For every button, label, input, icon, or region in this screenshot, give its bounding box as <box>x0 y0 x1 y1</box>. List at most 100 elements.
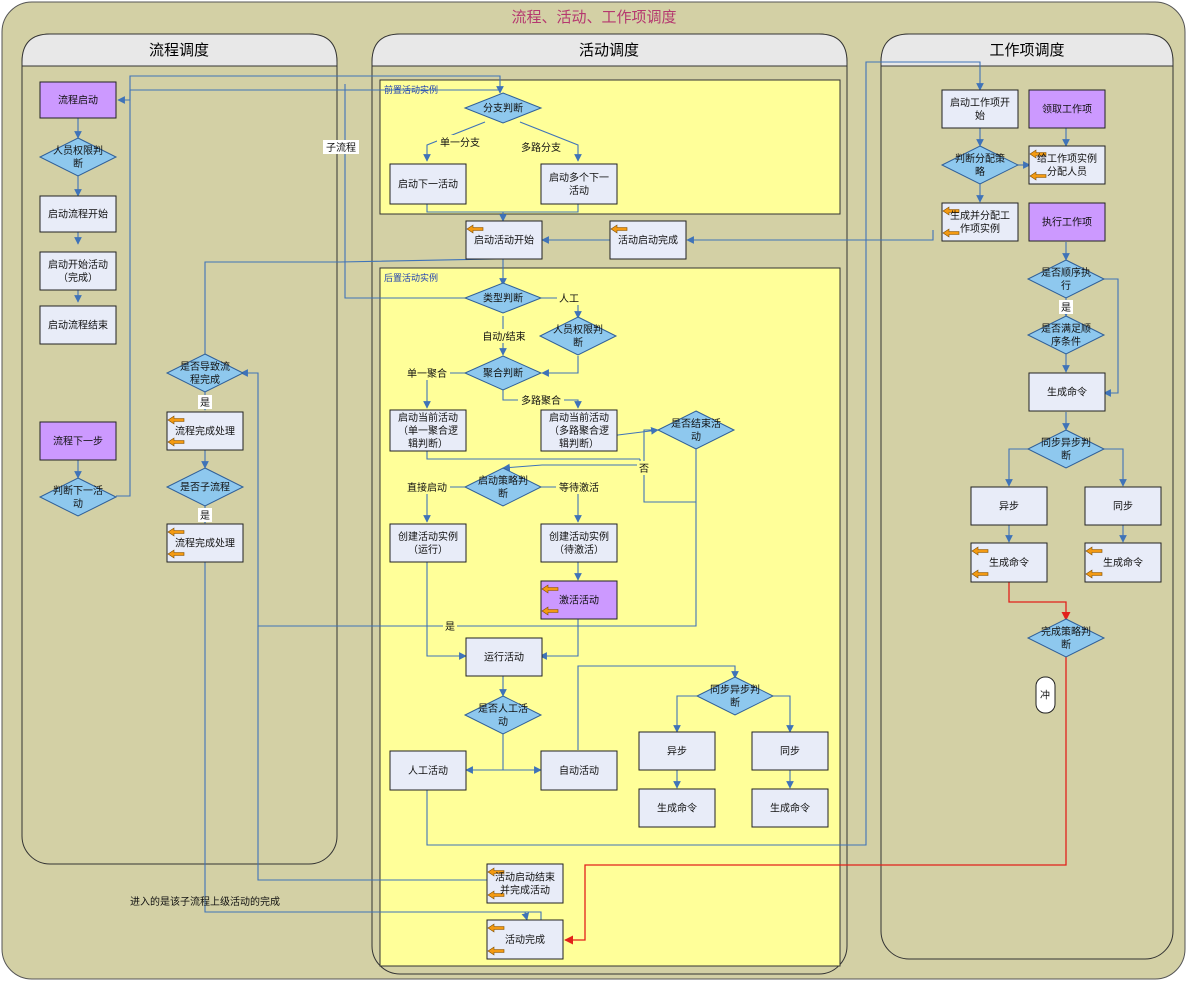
create-run-node: 创建活动实例（运行） <box>389 523 467 563</box>
process-perm-node: 人员权限判断 <box>38 137 118 177</box>
wi-async-node-label: 异步 <box>999 501 1019 513</box>
branch-node-label: 分支判断 <box>483 102 523 115</box>
wi-sync-node-label: 同步 <box>1113 501 1133 513</box>
is-end-node-label: 是否结束活动 <box>671 417 721 443</box>
act-end-node: 活动启动结束并完成活动 <box>486 863 564 904</box>
wi-gen-cmd-node: 生成命令 <box>1028 372 1106 412</box>
start-cur-multi-node-label: 启动当前活动（多路聚合逻辑判断） <box>549 411 609 450</box>
wi-seq-cond-node: 是否满足顺序条件 <box>1026 315 1106 355</box>
act-async-node-label: 异步 <box>667 746 687 758</box>
wi-assign-node-label: 给工作项实例分配人员 <box>1037 152 1097 178</box>
branch-node: 分支判断 <box>463 92 543 124</box>
manual-node: 人工活动 <box>389 750 467 791</box>
wi-alloc-strategy-node: 判断分配策略 <box>940 145 1020 185</box>
wi-gen-alloc-node-label: 生成并分配工作项实例 <box>950 209 1010 235</box>
wi-exec-node-label: 执行工作项 <box>1042 216 1092 229</box>
edge-label-no: 否 <box>639 463 649 475</box>
process-next-node: 流程下一步 <box>39 421 117 461</box>
act-start-done-node-label: 活动启动完成 <box>618 234 678 247</box>
wi-seq-cond-node-label: 是否满足顺序条件 <box>1041 323 1091 348</box>
wi-sync-judge-node-label: 同步异步判断 <box>1041 437 1091 462</box>
wi-chong-node-label: 冲 <box>1040 689 1050 702</box>
start-multi-node-label: 启动多个下一活动 <box>549 171 609 197</box>
process-complete1-node-label: 流程完成处理 <box>175 425 235 438</box>
act-perm-node: 人员权限判断 <box>538 316 618 356</box>
process-start-end-node-label: 启动流程结束 <box>48 319 108 332</box>
strategy-node-label: 启动策略判断 <box>478 474 528 500</box>
process-start-end-node: 启动流程结束 <box>39 305 117 345</box>
start-cur-multi-node: 启动当前活动（多路聚合逻辑判断） <box>540 409 618 452</box>
run-node: 运行活动 <box>465 637 543 677</box>
act-gen-cmd1-node: 生成命令 <box>638 788 716 828</box>
wi-start-begin-node-label: 启动工作项开始 <box>950 96 1010 122</box>
diagram-title: 流程、活动、工作项调度 <box>511 8 676 26</box>
edge-label-manual: 人工 <box>559 293 579 305</box>
start-next-node: 启动下一活动 <box>389 163 467 205</box>
run-node-label: 运行活动 <box>484 651 524 664</box>
wi-done-strategy-node-label: 完成策略判断 <box>1041 625 1091 651</box>
process-cause-complete-node: 是否导致流程完成 <box>165 353 245 393</box>
act-start-done-node: 活动启动完成 <box>609 220 687 260</box>
act-sync-judge-node-label: 同步异步判断 <box>710 684 760 709</box>
act-done-node: 活动完成 <box>486 919 564 960</box>
wi-claim-node: 领取工作项 <box>1028 89 1106 129</box>
edge-label-yes1: 是 <box>200 397 210 409</box>
wi-done-strategy-node: 完成策略判断 <box>1026 618 1106 658</box>
process-start-act-node: 启动开始活动（完成） <box>39 251 117 291</box>
edges <box>74 61 1127 941</box>
wi-gen-cmd-b-node: 生成命令 <box>1084 542 1162 583</box>
start-cur-single-node-label: 启动当前活动（单一聚合逻辑判断） <box>398 411 458 450</box>
wi-is-seq-node: 是否顺序执行 <box>1026 259 1106 299</box>
wi-gen-alloc-node: 生成并分配工作项实例 <box>941 202 1019 242</box>
start-next-node-label: 启动下一活动 <box>398 178 458 191</box>
create-wait-node-label: 创建活动实例（待激活） <box>549 530 609 556</box>
lane-activity: 活动调度 <box>371 33 848 975</box>
lane-process-title: 流程调度 <box>149 41 209 59</box>
act-sync-judge-node: 同步异步判断 <box>695 676 775 716</box>
create-run-node-label: 创建活动实例（运行） <box>398 530 458 556</box>
act-end-node-label: 活动启动结束并完成活动 <box>495 871 555 897</box>
lane-activity-title: 活动调度 <box>579 41 639 59</box>
wi-gen-cmd-a-node-label: 生成命令 <box>989 556 1029 569</box>
act-gen-cmd2-node-label: 生成命令 <box>770 802 810 815</box>
start-cur-single-node: 启动当前活动（单一聚合逻辑判断） <box>389 409 467 452</box>
wi-gen-cmd-b-node-label: 生成命令 <box>1103 556 1143 569</box>
act-async-node: 异步 <box>638 731 716 771</box>
wi-gen-cmd-node-label: 生成命令 <box>1047 386 1087 399</box>
wi-is-seq-node-label: 是否顺序执行 <box>1041 266 1091 292</box>
edge-label-direct: 直接启动 <box>407 481 447 494</box>
process-next-node-label: 流程下一步 <box>53 435 103 448</box>
red-edges <box>564 582 1071 945</box>
create-wait-node: 创建活动实例（待激活） <box>540 523 618 563</box>
process-is-sub-node-label: 是否子流程 <box>180 481 230 494</box>
process-start-act-node-label: 启动开始活动（完成） <box>48 258 108 284</box>
act-sync-node-label: 同步 <box>780 746 800 758</box>
wi-gen-cmd-a-node: 生成命令 <box>970 542 1048 583</box>
type-judge-node: 类型判断 <box>463 282 543 314</box>
process-judge-next-node-label: 判断下一活动 <box>53 484 103 510</box>
wi-claim-node-label: 领取工作项 <box>1042 103 1092 116</box>
join-node: 聚合判断 <box>463 355 543 391</box>
auto-node: 自动活动 <box>540 750 618 791</box>
wi-sync-judge-node: 同步异步判断 <box>1026 429 1106 469</box>
edge-label-multi-branch: 多路分支 <box>521 141 561 154</box>
edge-label-yes2: 是 <box>200 510 210 522</box>
act-sync-node: 同步 <box>751 731 829 771</box>
auto-node-label: 自动活动 <box>559 764 599 777</box>
process-is-sub-node: 是否子流程 <box>165 467 245 507</box>
act-perm-node-label: 人员权限判断 <box>553 323 603 349</box>
is-manual-node: 是否人工活动 <box>463 695 543 735</box>
edge-label-subprocess: 子流程 <box>326 141 356 154</box>
edge-label-yes-seq: 是 <box>1061 302 1071 314</box>
process-cause-complete-node-label: 是否导致流程完成 <box>180 360 230 386</box>
act-begin-node-label: 启动活动开始 <box>474 234 534 247</box>
group-post-label: 后置活动实例 <box>384 272 438 284</box>
process-start-begin-node: 启动流程开始 <box>39 195 117 233</box>
activate-node-label: 激活活动 <box>559 594 599 607</box>
manual-node-label: 人工活动 <box>408 765 448 777</box>
is-end-node: 是否结束活动 <box>656 410 736 450</box>
type-judge-node-label: 类型判断 <box>483 292 523 305</box>
process-start-begin-node-label: 启动流程开始 <box>48 208 108 221</box>
